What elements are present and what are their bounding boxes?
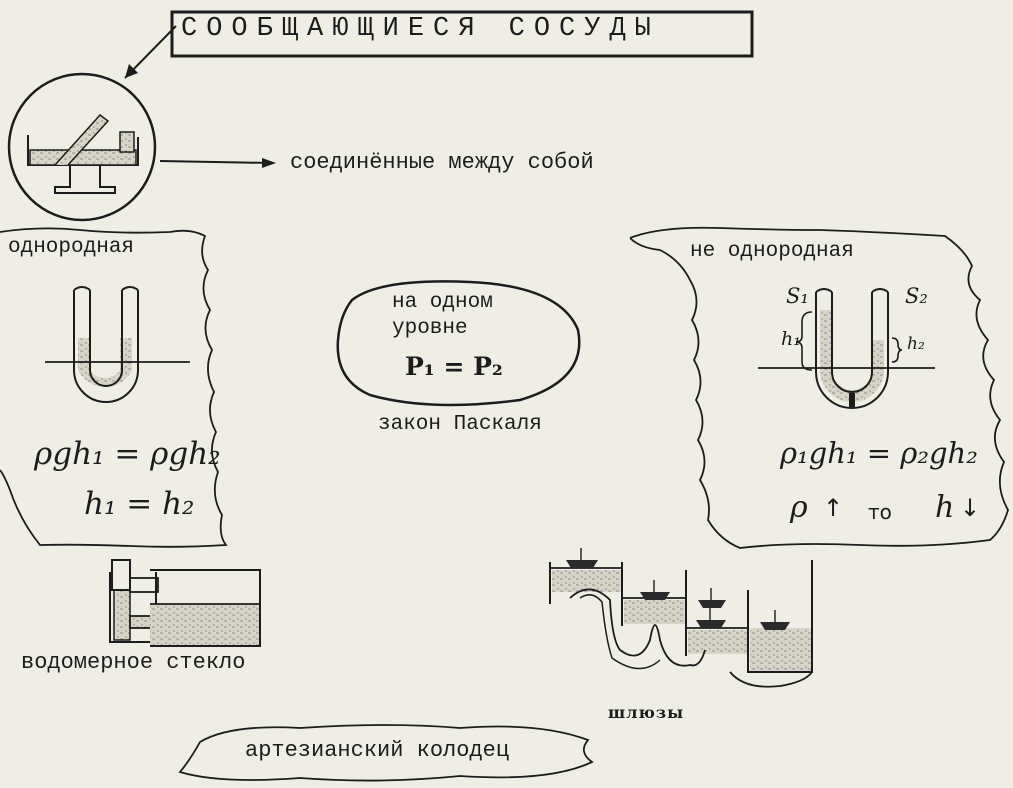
homogeneous-formula-2: h₁ = h₂: [84, 486, 195, 522]
nonhomogeneous-cloud: [629, 226, 1009, 549]
arrow-up-icon: ↑: [823, 494, 844, 522]
connected-arrow: [159, 158, 276, 168]
arrow-down-icon: ↓: [960, 494, 981, 522]
oval-text-line1: на одном: [392, 291, 493, 314]
homogeneous-formula-1: ρgh₁ = ρgh₂: [34, 436, 221, 472]
nonhomogeneous-u-tube: [758, 288, 935, 409]
artesian-well-label: артезианский колодец: [245, 738, 510, 763]
nonhomogeneous-formula: ρ₁gh₁ = ρ₂gh₂: [780, 436, 978, 470]
area-s1-label: S₁: [786, 284, 809, 308]
title-arrow: [124, 25, 177, 79]
water-gauge-drawing: [109, 559, 261, 647]
nonhomogeneous-label: не однородная: [690, 240, 854, 263]
artesian-cloud: [178, 724, 594, 782]
height-h1-label: h₁: [781, 328, 801, 350]
locks-drawing: [549, 548, 813, 688]
title-frame: [170, 10, 754, 58]
height-h2-label: h₂: [907, 334, 925, 354]
page-title: СООБЩАЮЩИЕСЯ СОСУДЫ: [181, 14, 660, 44]
relation-h: h: [935, 490, 955, 525]
pascal-oval: [336, 280, 581, 407]
homogeneous-u-tube: [45, 286, 190, 403]
relation-rho: ρ: [790, 490, 808, 525]
pascal-law-label: закон Паскаля: [378, 413, 542, 436]
locks-label: шлюзы: [608, 703, 685, 722]
vessels-circle: [7, 72, 157, 222]
pressure-equation: P₁ = P₂: [405, 352, 503, 381]
connected-label: соединённые между собой: [290, 150, 594, 175]
homogeneous-cloud: [0, 227, 228, 548]
area-s2-label: S₂: [905, 284, 928, 308]
relation-to: то: [868, 500, 892, 524]
oval-text-line2: уровне: [392, 317, 468, 340]
water-gauge-label: водомерное стекло: [21, 650, 246, 675]
homogeneous-label: однородная: [8, 236, 135, 259]
